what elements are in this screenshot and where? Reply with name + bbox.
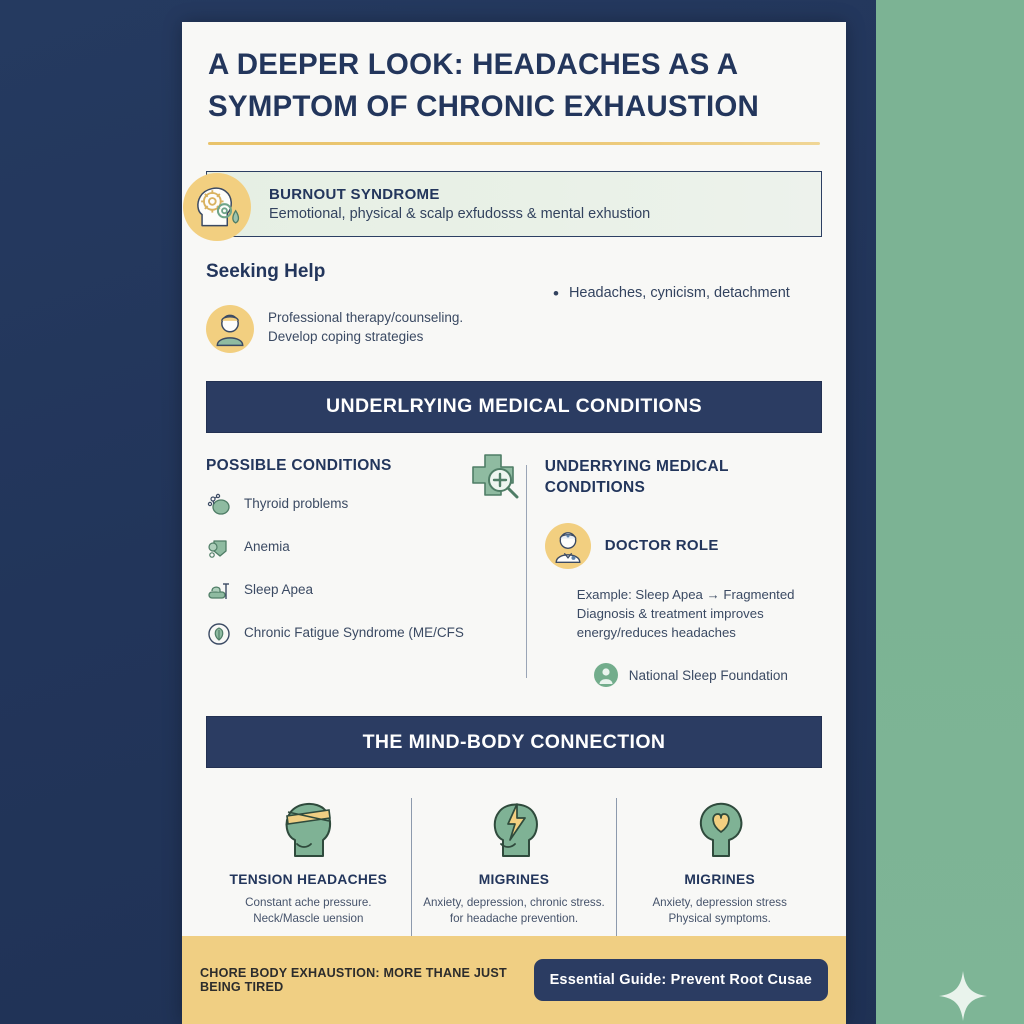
card-divider xyxy=(410,798,412,961)
section-banner-mindbody: THE MIND-BODY CONNECTION xyxy=(206,716,822,769)
mindbody-card-migraines-lightning: MIGRINES Anxiety, depression, chronic st… xyxy=(412,794,617,964)
card-divider xyxy=(616,798,618,961)
doctor-avatar-icon xyxy=(544,522,591,569)
source-label: National Sleep Foundation xyxy=(628,667,788,683)
condition-label: Anemia xyxy=(244,538,290,554)
fatigue-circle-icon xyxy=(206,621,232,647)
section-banner-mindbody-label: THE MIND-BODY CONNECTION xyxy=(362,730,666,753)
possible-conditions-heading: POSSIBLE CONDITIONS xyxy=(206,456,392,474)
mindbody-cards-row: TENSION HEADACHES Constant ache pressure… xyxy=(206,794,822,964)
seeking-help-line-2: Develop coping strategies xyxy=(268,328,424,344)
condition-label: Sleep Apea xyxy=(244,581,314,597)
infographic-poster: A DEEPER LOOK: HEADACHES AS A SYMPTOM OF… xyxy=(182,22,846,1024)
seeking-help-heading: Seeking Help xyxy=(206,260,326,282)
medical-conditions-section: POSSIBLE CONDITIONS Thyroid problems xyxy=(206,453,822,688)
mindbody-card-title: MIGRINES xyxy=(478,872,550,888)
blood-cells-icon xyxy=(206,535,232,561)
possible-conditions-column: POSSIBLE CONDITIONS Thyroid problems xyxy=(206,457,526,688)
seeking-help-section: Seeking Help Professional therapy/counse… xyxy=(206,261,822,353)
section-banner-medical: UNDERLRYING MEDICAL CONDITIONS xyxy=(206,380,822,433)
burnout-title: BURNOUT SYNDROME xyxy=(269,185,440,203)
mindbody-desc-line-2: for headache prevention. xyxy=(449,912,579,926)
list-item: Chronic Fatigue Syndrome (ME/CFS xyxy=(206,621,514,647)
symptom-bullet: Headaches, cynicism, detachment xyxy=(551,284,822,304)
section-banner-medical-label: UNDERLRYING MEDICAL CONDITIONS xyxy=(325,395,702,418)
right-heading-line-2: CONDITIONS xyxy=(544,478,646,496)
mindbody-card-desc: Anxiety, depression stress Physical symp… xyxy=(652,895,786,928)
footer-bar: CHORE BODY EXHAUSTION: MORE THANE JUST B… xyxy=(182,936,846,1024)
doctor-desc-line-2: Diagnosis & treatment improves xyxy=(576,605,764,621)
sleep-apnea-icon xyxy=(206,578,232,604)
doctor-role-column: UNDERRYING MEDICAL CONDITIONS DOCTOR ROL… xyxy=(471,453,822,688)
doctor-role-row: DOCTOR ROLE xyxy=(544,522,822,569)
mindbody-desc-line-2: Neck/Mascle uension xyxy=(253,912,364,926)
seeking-help-text: Professional therapy/counseling. Develop… xyxy=(268,305,463,347)
essential-guide-button[interactable]: Essential Guide: Prevent Root Cusae xyxy=(533,959,828,1001)
seeking-help-right-column: Headaches, cynicism, detachment xyxy=(551,261,822,353)
underlying-conditions-heading: UNDERRYING MEDICAL CONDITIONS xyxy=(545,457,822,499)
title-line-2: SYMPTOM OF CHRONIC EXHAUSTION xyxy=(208,89,760,123)
page-title: A DEEPER LOOK: HEADACHES AS A SYMPTOM OF… xyxy=(182,22,846,128)
mindbody-card-migraines-heart: MIGRINES Anxiety, depression stress Phys… xyxy=(617,794,822,964)
list-item: Sleep Apea xyxy=(206,578,514,604)
condition-label: Thyroid problems xyxy=(244,495,349,511)
mindbody-card-title: TENSION HEADACHES xyxy=(229,872,388,888)
list-item: Anemia xyxy=(206,535,514,561)
head-lightning-icon xyxy=(481,794,547,860)
title-line-1: A DEEPER LOOK: HEADACHES AS A xyxy=(208,48,739,81)
background-green-panel xyxy=(876,0,1024,1024)
burnout-text-group: BURNOUT SYNDROME Eemotional, physical & … xyxy=(269,186,650,222)
head-bandage-icon xyxy=(275,794,341,860)
four-point-sparkle-icon xyxy=(938,970,988,1022)
mindbody-desc-line-1: Constant ache pressure. xyxy=(245,896,372,910)
doctor-role-label: DOCTOR ROLE xyxy=(604,537,719,555)
thyroid-icon xyxy=(206,492,232,518)
title-underline-rule xyxy=(208,141,820,145)
mindbody-card-tension: TENSION HEADACHES Constant ache pressure… xyxy=(206,794,411,964)
medical-cross-magnifier-icon xyxy=(467,451,521,503)
mindbody-card-desc: Constant ache pressure. Neck/Mascle uens… xyxy=(245,895,371,928)
doctor-role-description: Example: Sleep Apea → Fragmented Diagnos… xyxy=(577,585,822,642)
doctor-desc-line-3: energy/reduces headaches xyxy=(576,624,736,640)
mindbody-desc-line-2: Physical symptoms. xyxy=(668,912,771,926)
doctor-desc-line-1: Example: Sleep Apea → Fragmented xyxy=(576,586,795,602)
condition-label: Chronic Fatigue Syndrome (ME/CFS xyxy=(244,624,464,640)
burnout-subtitle: Eemotional, physical & scalp exfudosss &… xyxy=(269,205,651,222)
mindbody-card-title: MIGRINES xyxy=(684,872,755,888)
column-divider xyxy=(525,464,527,679)
mindbody-desc-line-1: Anxiety, depression stress xyxy=(652,896,787,910)
right-heading-line-1: UNDERRYING MEDICAL xyxy=(544,457,729,475)
seeking-help-item: Professional therapy/counseling. Develop… xyxy=(206,304,551,353)
head-heart-icon xyxy=(687,794,753,860)
organization-badge-icon xyxy=(593,662,619,688)
list-item: Thyroid problems xyxy=(206,492,514,518)
mindbody-card-desc: Anxiety, depression, chronic stress. for… xyxy=(423,895,605,928)
seeking-help-line-1: Professional therapy/counseling. xyxy=(268,309,464,325)
head-with-gears-icon xyxy=(183,172,251,241)
seeking-help-left-column: Seeking Help Professional therapy/counse… xyxy=(206,261,551,353)
footer-text: CHORE BODY EXHAUSTION: MORE THANE JUST B… xyxy=(200,966,507,994)
burnout-syndrome-banner: BURNOUT SYNDROME Eemotional, physical & … xyxy=(183,170,822,241)
mindbody-desc-line-1: Anxiety, depression, chronic stress. xyxy=(423,896,605,910)
person-avatar-icon xyxy=(206,304,254,353)
source-attribution: National Sleep Foundation xyxy=(593,662,822,688)
